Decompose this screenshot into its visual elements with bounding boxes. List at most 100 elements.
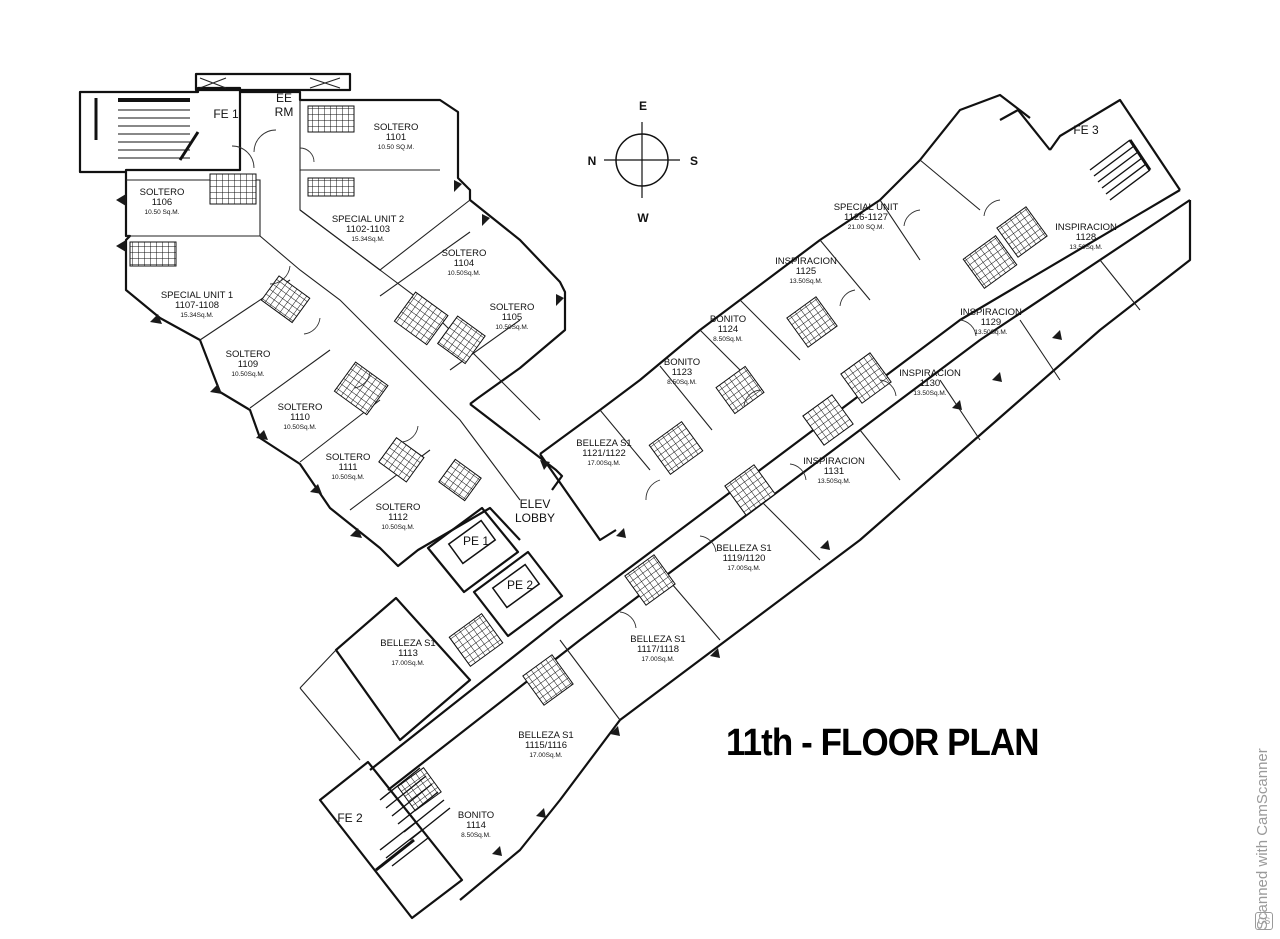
unit-number: 1117/1118 — [637, 644, 679, 655]
unit-area: 10.50 SQ.M. — [378, 144, 415, 151]
unit-area: 17.00Sq.M. — [641, 656, 674, 663]
unit-number: 1101 — [386, 132, 406, 143]
unit-number: 1115/1116 — [525, 740, 567, 751]
unit-area: 10.50Sq.M. — [283, 424, 316, 431]
unit-name: BONITO — [710, 314, 746, 325]
compass-south-label: S — [690, 154, 698, 168]
unit-number: 1129 — [981, 317, 1001, 328]
compass-west-label: W — [637, 211, 649, 225]
fe1-stair-treads — [94, 98, 200, 161]
unit-name: INSPIRACION — [803, 456, 865, 467]
unit-number: 1104 — [454, 258, 474, 269]
unit-number: 1131 — [824, 466, 844, 477]
ee-room-label-line1: EE — [276, 91, 292, 105]
unit-number: 1107-1108 — [175, 300, 219, 311]
elevator-lobby-label-line1: ELEV — [520, 497, 551, 511]
unit-area: 13.50Sq.M. — [913, 390, 946, 397]
unit-name: SPECIAL UNIT — [834, 202, 899, 213]
unit-area: 17.00Sq.M. — [529, 752, 562, 759]
unit-number: 1123 — [672, 367, 692, 378]
ee-room-label-line2: RM — [275, 105, 294, 119]
unit-number: 1114 — [466, 820, 486, 831]
pe1-label: PE 1 — [463, 534, 489, 548]
unit-name: SOLTERO — [374, 122, 419, 133]
room-labels: FE 1 EE RM FE 3 FE 2 ELEV LOBBY PE 1 PE … — [213, 91, 1099, 825]
unit-name: SOLTERO — [278, 402, 323, 413]
fe3-stair — [1089, 139, 1152, 201]
compass-rose — [604, 122, 680, 198]
unit-name: SOLTERO — [490, 302, 535, 313]
unit-area: 10.50Sq.M. — [231, 371, 264, 378]
unit-name: BELLEZA S1 — [630, 634, 685, 645]
unit-number: 1130 — [920, 378, 940, 389]
unit-name: SPECIAL UNIT 2 — [332, 214, 404, 225]
unit-area: 17.00Sq.M. — [391, 660, 424, 667]
unit-area: 10.50Sq.M. — [381, 524, 414, 531]
unit-area: 21.00 SQ.M. — [848, 224, 885, 231]
unit-name: SOLTERO — [442, 248, 487, 259]
page-title: 11th - FLOOR PLAN — [726, 722, 1040, 764]
unit-area: 10.50 Sq.M. — [144, 209, 179, 216]
unit-number: 1112 — [388, 512, 408, 523]
unit-number: 1109 — [238, 359, 258, 370]
unit-area: 15.34Sq.M. — [180, 312, 213, 319]
unit-number: 1126-1127 — [844, 212, 888, 223]
unit-name: SOLTERO — [376, 502, 421, 513]
unit-area: 10.50Sq.M. — [447, 270, 480, 277]
unit-number: 1125 — [796, 266, 816, 277]
unit-area: 13.50Sq.M. — [1069, 244, 1102, 251]
unit-number: 1102-1103 — [346, 224, 390, 235]
unit-name: BELLEZA S1 — [716, 543, 771, 554]
unit-name: BONITO — [458, 810, 494, 821]
unit-name: BONITO — [664, 357, 700, 368]
unit-area: 17.00Sq.M. — [587, 460, 620, 467]
elevator-core — [426, 506, 564, 638]
unit-area: 13.50Sq.M. — [789, 278, 822, 285]
unit-area: 15.34Sq.M. — [351, 236, 384, 243]
watermark-text: Scanned with CamScanner — [1254, 748, 1271, 930]
unit-area: 8.50Sq.M. — [461, 832, 491, 839]
unit-number: 1121/1122 — [582, 448, 626, 459]
unit-area: 8.50Sq.M. — [667, 379, 697, 386]
unit-name: BELLEZA S1 — [518, 730, 573, 741]
unit-name: SOLTERO — [226, 349, 271, 360]
unit-number: 1119/1120 — [723, 553, 766, 564]
camscanner-watermark: Scanned with CamScanner — [1250, 680, 1274, 930]
fe1-label: FE 1 — [213, 107, 239, 121]
elevator-lobby-label-line2: LOBBY — [515, 511, 555, 525]
fe2-stair — [318, 760, 464, 920]
unit-number: 1113 — [398, 648, 418, 659]
unit-number: 1105 — [502, 312, 522, 323]
unit-area: 8.50Sq.M. — [713, 336, 743, 343]
unit-area: 10.50Sq.M. — [495, 324, 528, 331]
unit-name: INSPIRACION — [1055, 222, 1117, 233]
fe3-label: FE 3 — [1073, 123, 1099, 137]
compass-east-label: E — [639, 99, 647, 113]
compass-north-label: N — [588, 154, 597, 168]
unit-name: SPECIAL UNIT 1 — [161, 290, 233, 301]
northwest-wing — [78, 72, 567, 568]
unit-area: 17.00Sq.M. — [727, 565, 760, 572]
unit-area: 13.50Sq.M. — [817, 478, 850, 485]
